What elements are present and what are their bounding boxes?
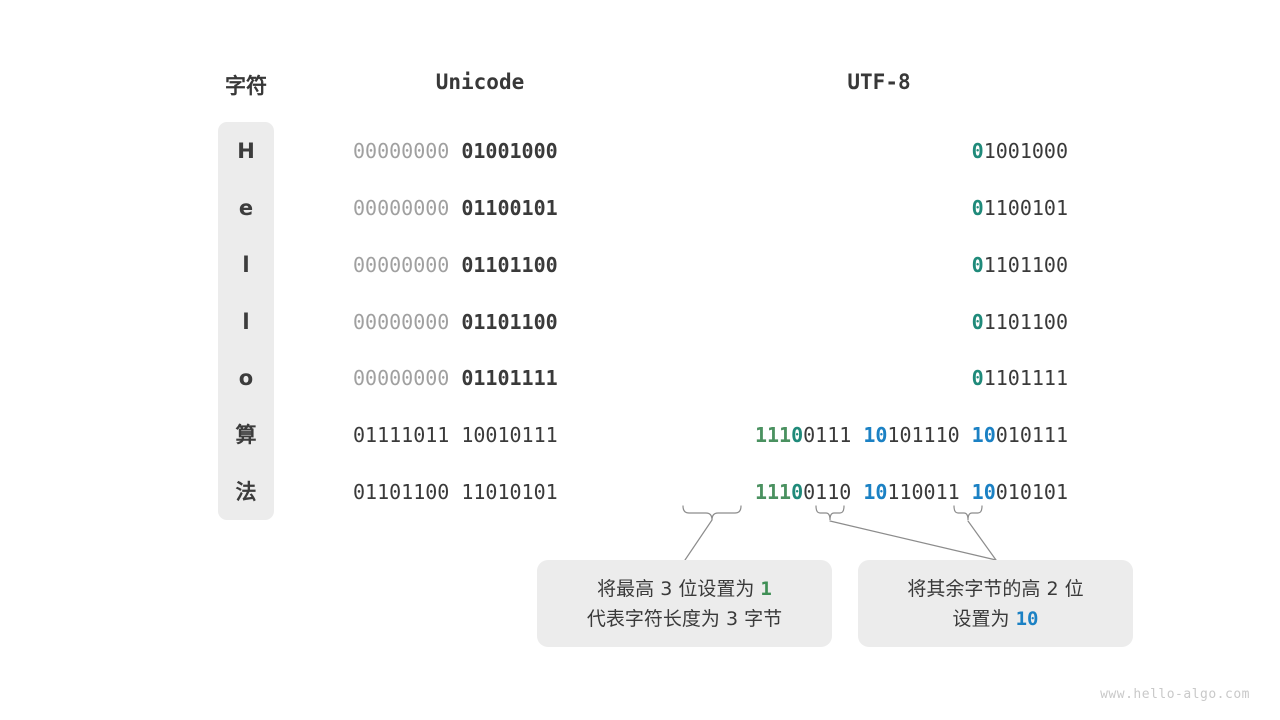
leader-line-middle: [829, 520, 997, 561]
char-cell: 法: [235, 480, 257, 504]
callout-left-highlight: 1: [760, 577, 772, 600]
char-cell: l: [242, 253, 250, 277]
unicode-bits-row: 00000000 01001000: [353, 135, 607, 167]
unicode-bits-row: 00000000 01101100: [353, 306, 607, 338]
char-cell: e: [238, 196, 254, 220]
callout-left-line1-text: 将最高 3 位设置为: [597, 577, 761, 600]
utf8-byte2-marker: 10: [863, 480, 888, 504]
unicode-high-byte: 01101100: [353, 480, 450, 504]
utf8-byte3-marker: 10: [971, 423, 996, 447]
brace-byte2-icon: [815, 505, 845, 521]
unicode-high-byte: 00000000: [353, 253, 450, 277]
char-cell: 算: [235, 423, 257, 447]
unicode-high-byte: 00000000: [353, 310, 450, 334]
utf8-byte1-zero: 0: [791, 480, 804, 504]
unicode-low-byte: 01101100: [461, 310, 558, 334]
utf8-byte1-payload: 1100101: [983, 196, 1068, 220]
unicode-bits-row: 00000000 01101111: [353, 362, 607, 394]
unicode-high-byte: 00000000: [353, 139, 450, 163]
utf8-byte3-payload: 010111: [995, 423, 1068, 447]
utf8-byte1-zero: 0: [791, 423, 804, 447]
unicode-bits-row: 00000000 01100101: [353, 192, 607, 224]
callout-left-line1: 将最高 3 位设置为 1: [597, 574, 772, 604]
utf8-bits-row: 01100101: [600, 192, 1068, 224]
utf8-byte1-payload: 1101111: [983, 366, 1068, 390]
unicode-high-byte: 01111011: [353, 423, 450, 447]
unicode-bits-row: 01111011 10010111: [353, 419, 607, 451]
char-cell: H: [237, 139, 255, 163]
character-column-panel: [218, 122, 274, 520]
utf8-byte1-payload: 1101100: [983, 253, 1068, 277]
callout-left-line2: 代表字符长度为 3 字节: [586, 607, 783, 630]
utf8-bits-row: 01101111: [600, 362, 1068, 394]
column-header-char: 字符: [225, 74, 267, 98]
callout-right-line2-text: 设置为: [952, 607, 1016, 630]
unicode-low-byte: 01001000: [461, 139, 558, 163]
watermark: www.hello-algo.com: [1100, 687, 1250, 702]
unicode-bits-row: 00000000 01101100: [353, 249, 607, 281]
utf8-byte1-marker: 0: [971, 310, 984, 334]
unicode-low-byte: 01101111: [461, 366, 558, 390]
unicode-high-byte: 00000000: [353, 196, 450, 220]
unicode-low-byte: 01101100: [461, 253, 558, 277]
column-header-unicode: Unicode: [435, 70, 525, 94]
column-header-utf8: UTF-8: [847, 70, 911, 94]
brace-byte3-icon: [953, 505, 983, 521]
utf8-byte1-marker: 0: [971, 366, 984, 390]
callout-box-right: 将其余字节的高 2 位 设置为 10: [858, 560, 1133, 647]
callout-box-left: 将最高 3 位设置为 1 代表字符长度为 3 字节: [537, 560, 832, 647]
unicode-low-byte: 11010101: [461, 480, 558, 504]
utf8-byte1-payload: 0110: [803, 480, 852, 504]
leader-line-right: [967, 520, 997, 561]
utf8-byte2-payload: 101110: [887, 423, 960, 447]
utf8-byte1-marker: 0: [971, 139, 984, 163]
utf8-byte1-payload: 0111: [803, 423, 852, 447]
utf8-byte2-marker: 10: [863, 423, 888, 447]
unicode-low-byte: 01100101: [461, 196, 558, 220]
char-cell: l: [242, 310, 250, 334]
callout-right-highlight: 10: [1015, 607, 1039, 630]
leader-line-left: [684, 519, 713, 561]
callout-right-line1: 将其余字节的高 2 位: [907, 577, 1084, 600]
utf8-byte1-payload: 1101100: [983, 310, 1068, 334]
utf8-byte1-payload: 1001000: [983, 139, 1068, 163]
unicode-low-byte: 10010111: [461, 423, 558, 447]
utf8-byte3-marker: 10: [971, 480, 996, 504]
utf8-byte1-marker: 0: [971, 196, 984, 220]
callout-right-line2: 设置为 10: [953, 604, 1039, 634]
utf8-bits-row: 01101100: [600, 249, 1068, 281]
unicode-bits-row: 01101100 11010101: [353, 476, 607, 508]
utf8-byte1-marker: 111: [754, 423, 792, 447]
utf8-byte1-marker: 111: [754, 480, 792, 504]
utf8-byte3-payload: 010101: [995, 480, 1068, 504]
utf8-byte2-payload: 110011: [887, 480, 960, 504]
unicode-high-byte: 00000000: [353, 366, 450, 390]
utf8-bits-row: 01101100: [600, 306, 1068, 338]
utf8-byte1-marker: 0: [971, 253, 984, 277]
char-cell: o: [238, 366, 254, 390]
brace-byte1-icon: [682, 505, 742, 521]
utf8-bits-row: 01001000: [600, 135, 1068, 167]
